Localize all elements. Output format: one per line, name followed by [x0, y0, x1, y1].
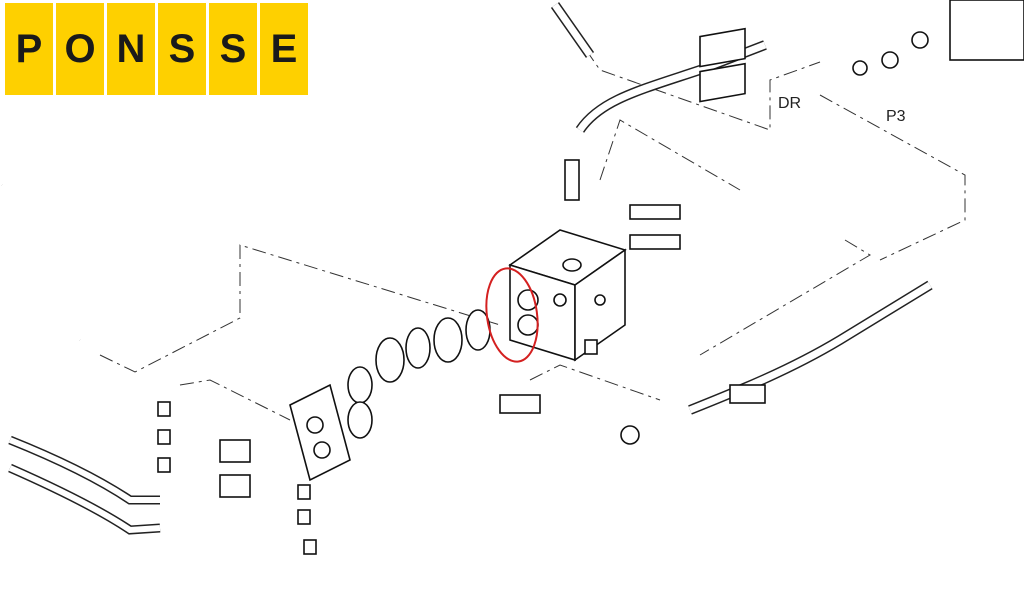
ponsse-logo: P O N S S E [5, 3, 308, 95]
highlight-circle [485, 267, 539, 363]
leader-lines [99, 4, 966, 421]
logo-letter: N [107, 3, 155, 95]
port-label-dr: DR [778, 95, 801, 112]
port-label-p3: P3 [886, 108, 906, 125]
logo-letter: O [56, 3, 104, 95]
flange-plate [289, 383, 351, 482]
springs-and-seals [347, 309, 491, 439]
hydraulic-hoses [0, 2, 933, 535]
fittings [219, 0, 1024, 498]
logo-letter: P [5, 3, 53, 95]
logo-letter: S [209, 3, 257, 95]
logo-letter: E [260, 3, 308, 95]
valve-block [508, 229, 627, 362]
bolts [157, 159, 598, 555]
logo-letter: S [158, 3, 206, 95]
